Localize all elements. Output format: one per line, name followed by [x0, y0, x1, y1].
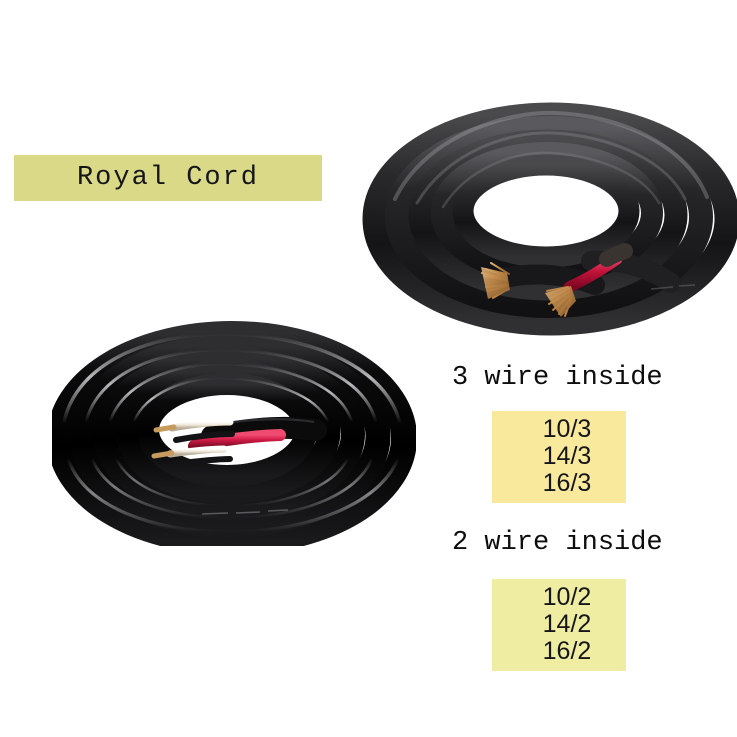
- product-photo-2wire-cable: [52, 318, 416, 546]
- cable-coil-illustration-bottom: [52, 318, 416, 546]
- size-item: 10/3: [542, 414, 592, 443]
- size-item: 14/2: [542, 609, 592, 638]
- spec-heading-2-wire: 2 wire inside: [452, 528, 663, 558]
- size-item: 10/2: [542, 582, 592, 611]
- size-item: 16/3: [542, 468, 592, 497]
- spec-heading-3-wire: 3 wire inside: [452, 363, 663, 393]
- size-list-3-wire: 10/3 14/3 16/3: [492, 411, 626, 503]
- size-list-2-wire: 10/2 14/2 16/2: [492, 579, 626, 671]
- size-item: 14/3: [542, 441, 592, 470]
- page-title: Royal Cord: [76, 163, 260, 193]
- cable-coil-illustration-top: [355, 93, 737, 336]
- product-title-band: Royal Cord: [14, 155, 322, 201]
- size-item: 16/2: [542, 636, 592, 665]
- product-photo-3wire-cable: [355, 93, 737, 336]
